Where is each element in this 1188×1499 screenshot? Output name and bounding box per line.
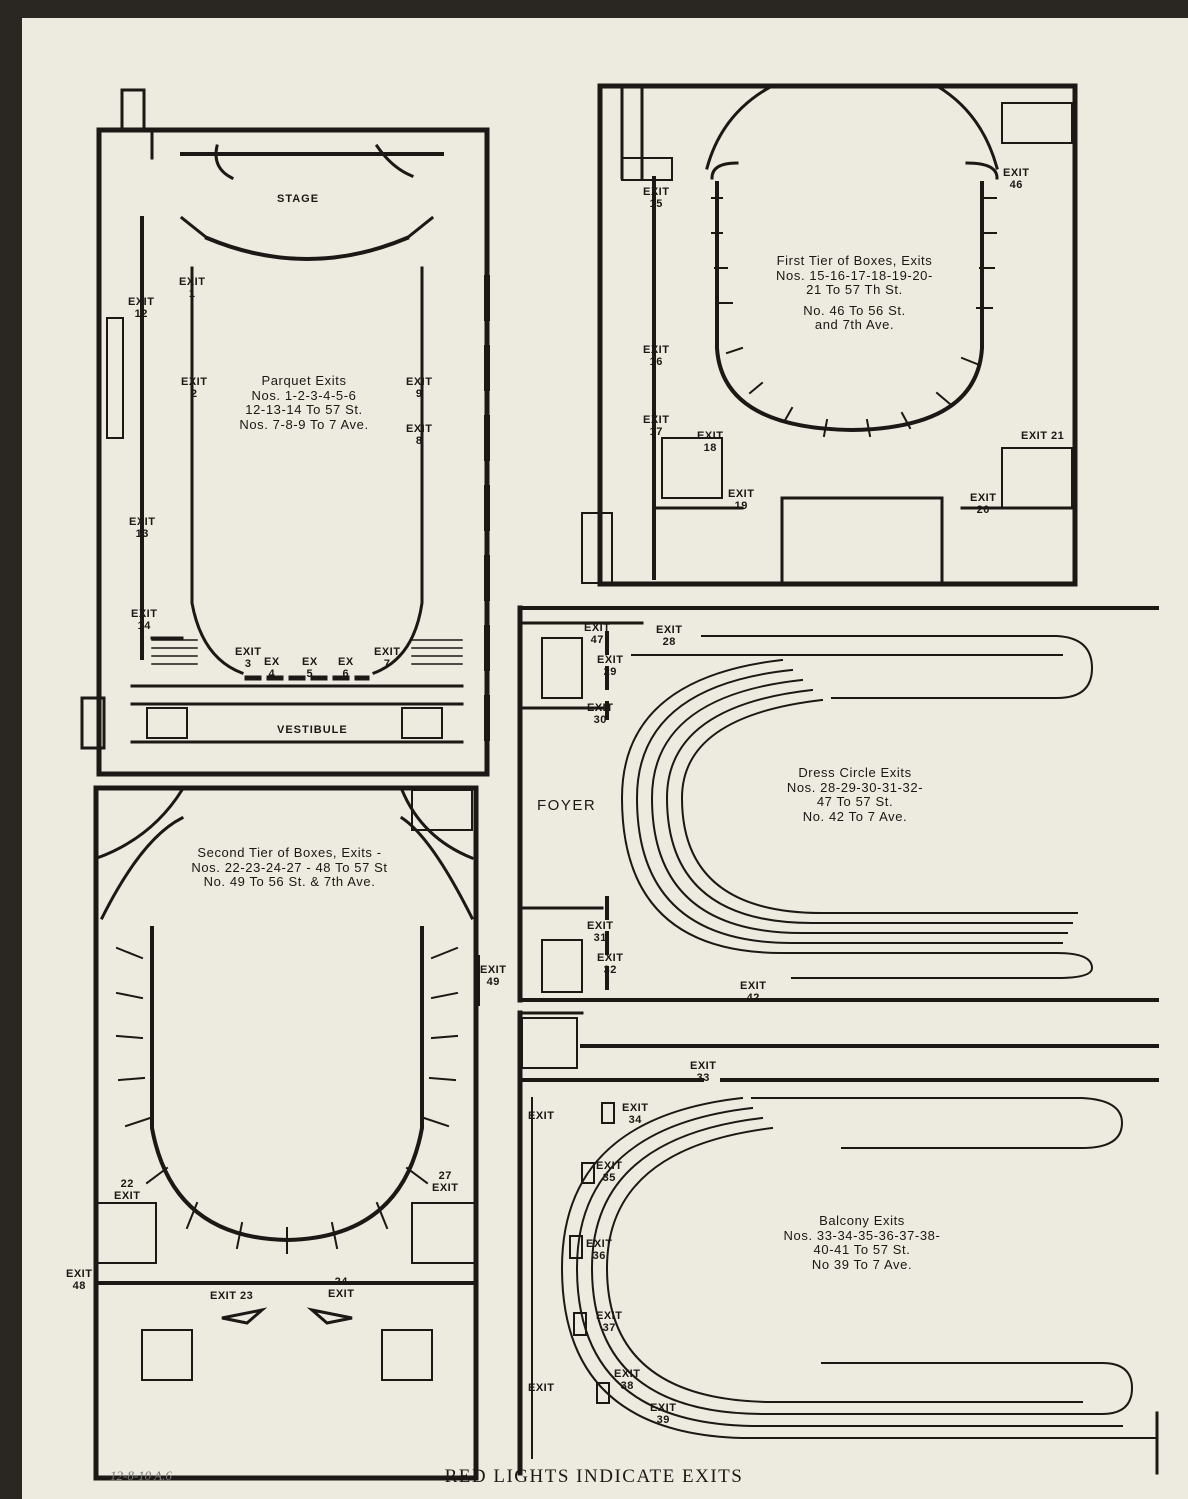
balcony-block: Balcony Exits Nos. 33-34-35-36-37-38- 40… (762, 1213, 962, 1272)
parquet-line3: Nos. 7-8-9 To 7 Ave. (239, 416, 369, 432)
parquet-plan (80, 88, 490, 777)
exit-balcony-upper-label: EXIT (528, 1110, 555, 1122)
first-tier-plan (581, 83, 1078, 587)
dress-circle-title: Dress Circle Exits (798, 765, 912, 780)
balcony-plan (517, 1010, 1159, 1476)
balcony-title: Balcony Exits (819, 1213, 905, 1228)
parquet-exits-block: Parquet Exits Nos. 1-2-3-4-5-6 12-13-14 … (209, 373, 399, 432)
first-tier-line2: 21 To 57 Th St. (806, 282, 903, 298)
parquet-line1: Nos. 1-2-3-4-5-6 (251, 387, 357, 403)
dress-circle-line2: 47 To 57 St. (816, 794, 894, 810)
first-tier-line3: No. 46 To 56 St. (803, 302, 906, 318)
balcony-line3: No 39 To 7 Ave. (811, 1256, 913, 1272)
balcony-line2: 40-41 To 57 St. (813, 1242, 911, 1258)
first-tier-title: First Tier of Boxes, Exits (776, 253, 933, 268)
archive-mark: 12-8-10 A.6 (110, 1468, 172, 1483)
first-tier-block: First Tier of Boxes, Exits Nos. 15-16-17… (757, 253, 952, 333)
floor-plans (80, 83, 1159, 1481)
exit-23-label: EXIT 23 (210, 1290, 254, 1302)
second-tier-line2: No. 49 To 56 St. & 7th Ave. (203, 874, 376, 890)
dress-circle-plan (517, 605, 1159, 1003)
second-tier-block: Second Tier of Boxes, Exits - Nos. 22-23… (162, 845, 417, 890)
second-tier-line1: Nos. 22-23-24-27 - 48 To 57 St (191, 859, 388, 875)
vestibule-label: VESTIBULE (277, 724, 348, 736)
stage-label: STAGE (277, 193, 320, 205)
first-tier-line1: Nos. 15-16-17-18-19-20- (776, 267, 933, 283)
footer-caption: RED LIGHTS INDICATE EXITS (444, 1466, 744, 1487)
exit-balcony-lower-label: EXIT (528, 1382, 555, 1394)
foyer-label: FOYER (537, 797, 597, 814)
parquet-title: Parquet Exits (261, 373, 347, 388)
balcony-line1: Nos. 33-34-35-36-37-38- (783, 1227, 941, 1243)
dress-circle-line1: Nos. 28-29-30-31-32- (786, 779, 924, 795)
program-page: STAGE VESTIBULE Parquet Exits Nos. 1-2-3… (22, 18, 1188, 1499)
dress-circle-block: Dress Circle Exits Nos. 28-29-30-31-32- … (760, 765, 950, 824)
exit-21-label: EXIT 21 (1021, 430, 1065, 442)
first-tier-line4: and 7th Ave. (814, 317, 895, 333)
parquet-line2: 12-13-14 To 57 St. (245, 402, 363, 418)
dress-circle-line3: No. 42 To 7 Ave. (802, 808, 908, 824)
second-tier-plan (93, 785, 480, 1481)
second-tier-title: Second Tier of Boxes, Exits - (197, 845, 382, 860)
